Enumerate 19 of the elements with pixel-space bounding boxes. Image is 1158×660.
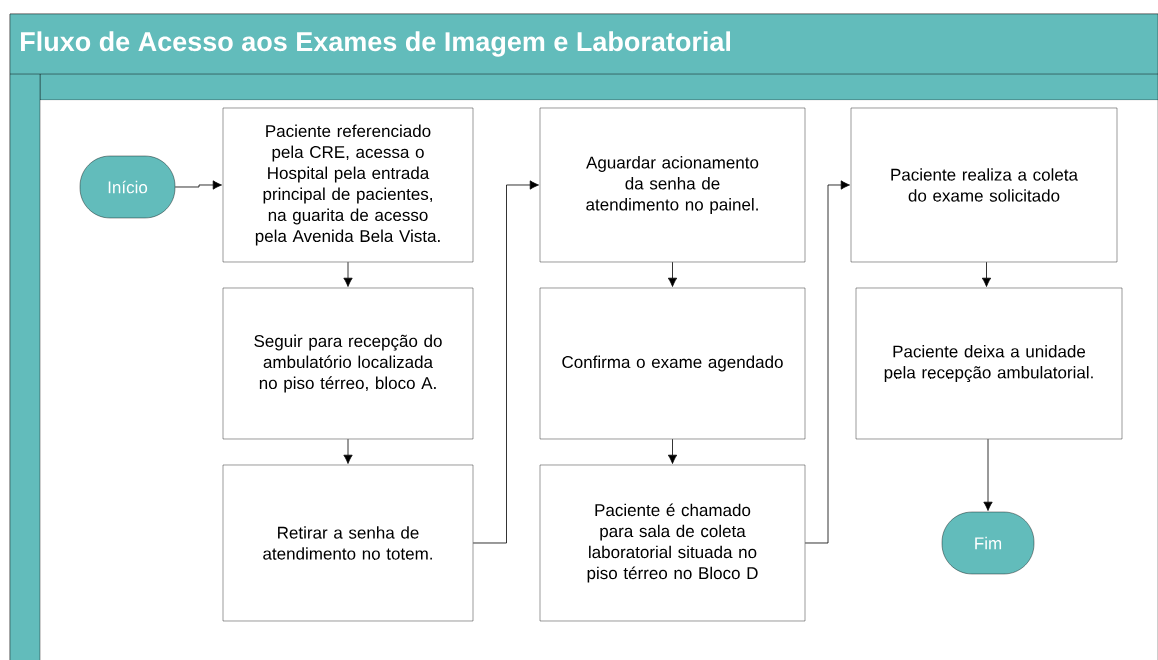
arrow [804,180,850,544]
arrow [983,438,993,511]
arrow [667,261,678,287]
process-box: Paciente referenciado pela CRE, acessa o Hospital pela entrada principal de pacientes, na guarita de acesso pela Avenida Bela Vista. [222,107,474,263]
arrow [174,180,222,190]
arrow [667,438,678,464]
process-box: Paciente é chamado para sala de coleta laboratorial situada no piso térreo no Bloco D [539,464,806,622]
process-box: Paciente deixa a unidade pela recepção ambulatorial. [855,287,1123,440]
arrow [472,180,539,544]
arrow [343,438,353,464]
process-box: Retirar a senha de atendimento no totem. [222,464,474,622]
process-box: Paciente realiza a coleta do exame solicitado [850,107,1118,263]
terminator: Fim [941,511,1035,575]
process-box: Confirma o exame agendado [539,287,806,440]
process-box: Seguir para recepção do ambulatório localizada no piso térreo, bloco A. [222,287,474,440]
arrow [343,261,353,287]
process-box: Aguardar acionamento da senha de atendimento no painel. [539,107,806,263]
arrow [981,261,992,287]
terminator: Início [79,155,176,219]
